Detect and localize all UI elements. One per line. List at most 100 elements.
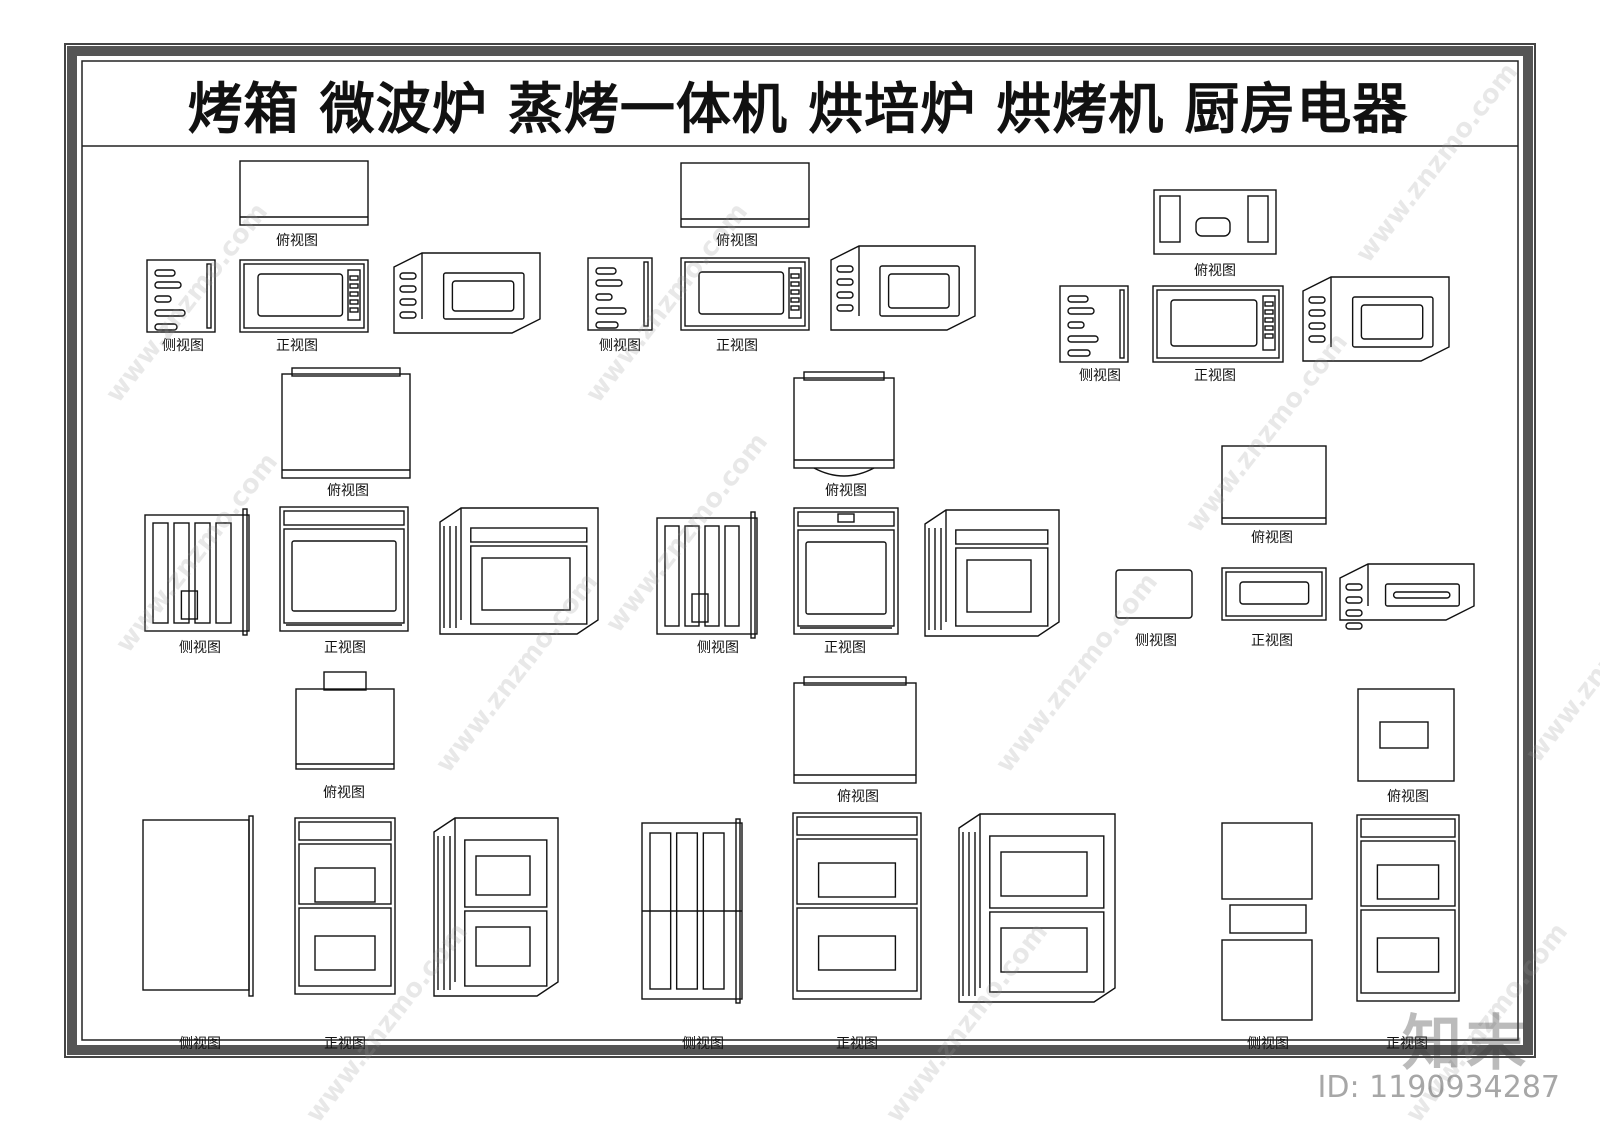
mw1-side-slot xyxy=(154,309,186,317)
mw1-front-key xyxy=(349,283,359,289)
mw1-side-slot xyxy=(154,281,182,289)
view-label-top: 俯视图 xyxy=(825,483,867,499)
dov2-persp-win-bottom xyxy=(1000,927,1088,973)
mw3-persp-door xyxy=(1351,296,1434,348)
mw4-side-body xyxy=(1115,569,1193,619)
mw3-front-window xyxy=(1170,299,1258,347)
mw4-front-window xyxy=(1239,581,1310,605)
mw2-side-slot xyxy=(595,293,613,301)
mw4-top-body xyxy=(1221,445,1327,525)
ov2-top-body xyxy=(793,377,895,469)
dov3-front-door-top xyxy=(1360,840,1456,907)
mw3-persp-slot xyxy=(1308,322,1326,330)
mw1-persp-slot xyxy=(399,311,417,319)
view-label-top: 俯视图 xyxy=(323,785,365,801)
ov2-persp-body xyxy=(924,509,1060,637)
mw2-side-edge xyxy=(643,261,649,327)
mw1-side-slot xyxy=(154,295,172,303)
dov3-side-bottom xyxy=(1221,939,1313,1021)
mw2-side-slot xyxy=(595,279,623,287)
mw2-persp-slot xyxy=(836,304,854,312)
view-label-top: 俯视图 xyxy=(716,233,758,249)
mw1-persp-window xyxy=(451,280,515,312)
ov1-persp-door xyxy=(470,545,588,625)
dov2-persp-door-bottom xyxy=(989,911,1105,993)
mw1-side-edge xyxy=(206,263,212,329)
dov2-front-body xyxy=(792,812,922,1000)
ov1-side-rib xyxy=(152,522,169,624)
mw3-front-bezel xyxy=(1156,289,1280,359)
ov1-front-door xyxy=(283,528,405,624)
mw3-top-bracket xyxy=(1159,195,1181,243)
ov2-side-flange xyxy=(750,511,756,639)
view-label-side: 侧视图 xyxy=(599,338,641,354)
dov1-top-body xyxy=(295,688,395,770)
dov3-front-win-bottom xyxy=(1376,937,1440,973)
mw3-persp-window xyxy=(1360,304,1424,340)
ov2-front-door xyxy=(797,529,895,627)
mw3-front-key xyxy=(1264,317,1274,323)
dov3-top-vent xyxy=(1379,721,1429,749)
thick-frame xyxy=(67,46,1533,1055)
dov1-front-win-top xyxy=(314,867,376,903)
mw2-top-body xyxy=(680,162,810,228)
ov2-top-back xyxy=(803,371,885,381)
mw2-front-bezel xyxy=(684,261,806,327)
dov1-persp-win-top xyxy=(475,855,531,896)
ov2-front-display xyxy=(837,513,855,523)
mw2-front-key xyxy=(790,273,800,279)
mw2-front-body xyxy=(680,257,810,331)
mw2-side-slot xyxy=(595,321,619,329)
dov2-top-back xyxy=(803,676,907,686)
mw3-top-vent xyxy=(1195,217,1231,237)
ov2-side-body xyxy=(656,517,758,635)
mw2-persp-door xyxy=(879,265,960,317)
view-label-side: 侧视图 xyxy=(179,1036,221,1052)
mw3-side-slot xyxy=(1067,335,1099,343)
view-label-top: 俯视图 xyxy=(1251,530,1293,546)
mw2-persp-slot xyxy=(836,265,854,273)
mw4-persp-slot xyxy=(1345,583,1363,591)
mw1-side-slot xyxy=(154,323,178,331)
view-label-side: 侧视图 xyxy=(1135,633,1177,649)
dov1-front-panel xyxy=(298,821,392,841)
mw4-front-bezel xyxy=(1225,571,1323,617)
image-id: ID: 1190934287 xyxy=(1317,1070,1560,1105)
mw3-front-body xyxy=(1152,285,1284,363)
mw3-persp-slot xyxy=(1308,335,1326,343)
view-label-top: 俯视图 xyxy=(1387,789,1429,805)
view-label-top: 俯视图 xyxy=(276,233,318,249)
dov2-top-body xyxy=(793,682,917,784)
mw2-persp-slot xyxy=(836,291,854,299)
view-label-side: 侧视图 xyxy=(162,338,204,354)
view-label-side: 侧视图 xyxy=(179,640,221,656)
mw4-persp-slot xyxy=(1345,596,1363,604)
ov1-top-body xyxy=(281,373,411,479)
mw2-front-panel xyxy=(788,267,802,319)
dov2-front-panel xyxy=(796,816,918,836)
mw3-side-slot xyxy=(1067,321,1085,329)
mw3-front-panel xyxy=(1262,295,1276,351)
mw3-side-slot xyxy=(1067,349,1091,357)
mw4-persp-window xyxy=(1392,591,1451,599)
ov2-persp-door xyxy=(955,547,1049,627)
mw2-front-key xyxy=(790,297,800,303)
brand-watermark: 知末 xyxy=(1402,1009,1530,1079)
view-label-side: 侧视图 xyxy=(682,1036,724,1052)
view-label-side: 侧视图 xyxy=(697,640,739,656)
mw1-persp-door xyxy=(442,272,525,320)
ov1-persp-body xyxy=(439,507,599,635)
ov2-front-panel xyxy=(797,511,895,527)
view-label-front: 正视图 xyxy=(716,338,758,354)
mw2-front-key xyxy=(790,305,800,311)
mw3-top-bracket xyxy=(1247,195,1269,243)
mw3-side-body xyxy=(1059,285,1129,363)
dov2-front-door-top xyxy=(796,838,918,905)
dov1-persp-door-top xyxy=(464,839,548,908)
mw1-front-key xyxy=(349,307,359,313)
ov2-side-rib xyxy=(724,525,740,627)
mw3-front-key xyxy=(1264,333,1274,339)
dov1-front-door-top xyxy=(298,843,392,905)
mw2-front-window xyxy=(698,271,785,315)
mw3-persp-slot xyxy=(1308,296,1326,304)
